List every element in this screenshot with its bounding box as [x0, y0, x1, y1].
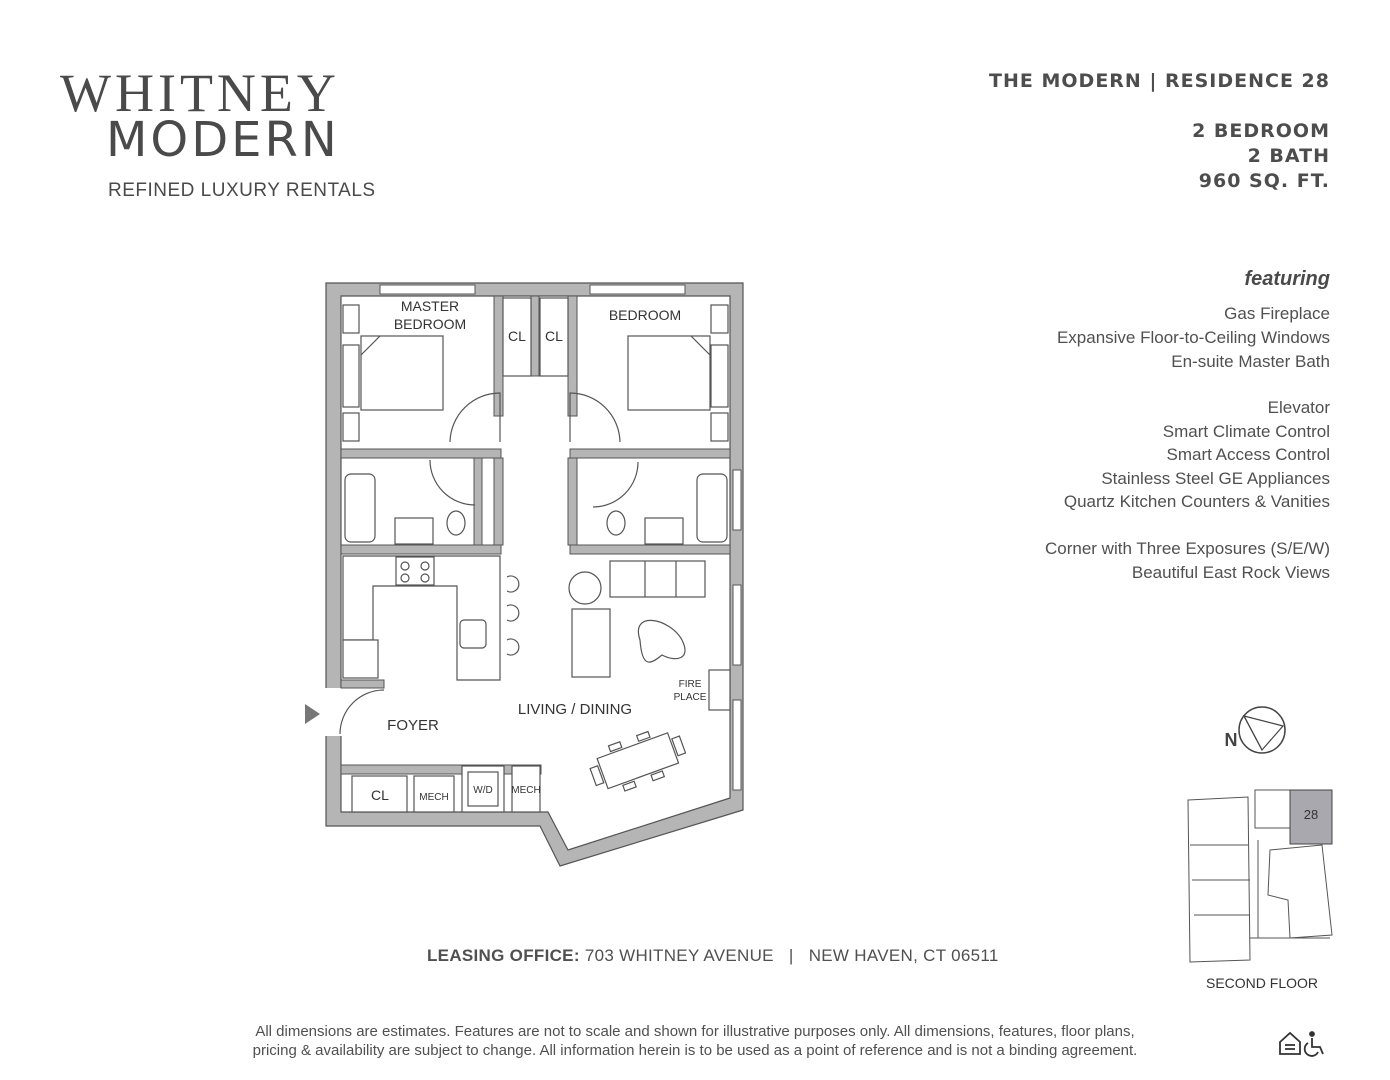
feature-item: Stainless Steel GE Appliances [1101, 468, 1330, 488]
feature-item: Smart Access Control [1166, 445, 1330, 464]
disclaimer-line: All dimensions are estimates. Features a… [255, 1023, 1135, 1040]
fireplace-label-1: FIRE [679, 679, 702, 690]
features-group-3: Corner with Three Exposures (S/E/W) Beau… [1045, 537, 1330, 585]
office-address: 703 WHITNEY AVENUE [584, 946, 774, 965]
equal-housing-icon [1279, 1031, 1301, 1055]
closets [502, 297, 569, 377]
windows [379, 284, 742, 791]
room-label-master-2: BEDROOM [394, 316, 466, 332]
kitchen [342, 555, 520, 681]
brand-logo-line2: MODERN [106, 112, 340, 168]
office-separator: | [788, 946, 794, 965]
closet-label-1: CL [508, 328, 526, 344]
entry-arrow-icon [305, 704, 320, 724]
feature-item: Expansive Floor-to-Ceiling Windows [1056, 328, 1330, 347]
disclaimer: All dimensions are estimates. Features a… [150, 1022, 1240, 1060]
brand-logo-line1: WHITNEY [60, 63, 340, 123]
master-bed [342, 304, 444, 442]
closet-label-2: CL [545, 328, 563, 344]
key-plan-floor-label: SECOND FLOOR [1206, 975, 1318, 991]
feature-item: Gas Fireplace [1224, 304, 1330, 323]
entry-opening [320, 688, 342, 736]
bath-count: 2 BATH [1247, 145, 1330, 167]
feature-item: Corner with Three Exposures (S/E/W) [1045, 539, 1330, 558]
key-plan [1187, 789, 1333, 963]
bedroom-count: 2 BEDROOM [1192, 120, 1330, 142]
key-plan-unit-highlight [1289, 789, 1333, 845]
mech-label-1: MECH [419, 792, 448, 803]
feature-item: Smart Climate Control [1162, 421, 1330, 441]
residence-title: THE MODERN | RESIDENCE 28 [989, 70, 1330, 92]
office-city: NEW HAVEN, CT 06511 [808, 946, 999, 965]
room-label-living: LIVING / DINING [518, 701, 632, 718]
wd-label: W/D [473, 785, 492, 796]
square-footage: 960 SQ. FT. [1198, 170, 1330, 192]
compass-letter: N [1225, 730, 1238, 750]
room-label-bedroom: BEDROOM [609, 307, 681, 323]
bathroom-fixtures [344, 473, 728, 545]
key-plan-unit-number: 28 [1304, 807, 1318, 822]
office-label: LEASING OFFICE: [427, 946, 580, 965]
utility-closets [351, 765, 541, 813]
feature-item: En-suite Master Bath [1171, 352, 1330, 371]
closet-label-3: CL [371, 787, 389, 803]
room-label-master-1: MASTER [401, 298, 459, 314]
leasing-office: LEASING OFFICE: 703 WHITNEY AVENUE | NEW… [427, 946, 999, 966]
disclaimer-line: pricing & availability are subject to ch… [252, 1042, 1138, 1059]
features-heading: featuring [1244, 268, 1330, 290]
brand-tagline: REFINED LUXURY RENTALS [108, 180, 376, 201]
compass-icon: N [1225, 706, 1286, 754]
feature-item: Beautiful East Rock Views [1131, 563, 1330, 582]
exterior-walls [325, 282, 744, 867]
features-group-2: Elevator Smart Climate Control Smart Acc… [1064, 396, 1330, 514]
interior-walls [340, 295, 731, 775]
mech-label-2: MECH [511, 785, 540, 796]
living-furniture [568, 560, 731, 792]
door-swings [339, 392, 639, 735]
room-label-foyer: FOYER [387, 717, 439, 734]
fireplace-label-2: PLACE [674, 692, 707, 703]
feature-item: Quartz Kitchen Counters & Vanities [1063, 492, 1330, 511]
accessibility-icon [1303, 1031, 1324, 1057]
second-bed [627, 304, 729, 442]
feature-item: Elevator [1267, 398, 1330, 417]
features-group-1: Gas Fireplace Expansive Floor-to-Ceiling… [1057, 302, 1330, 374]
